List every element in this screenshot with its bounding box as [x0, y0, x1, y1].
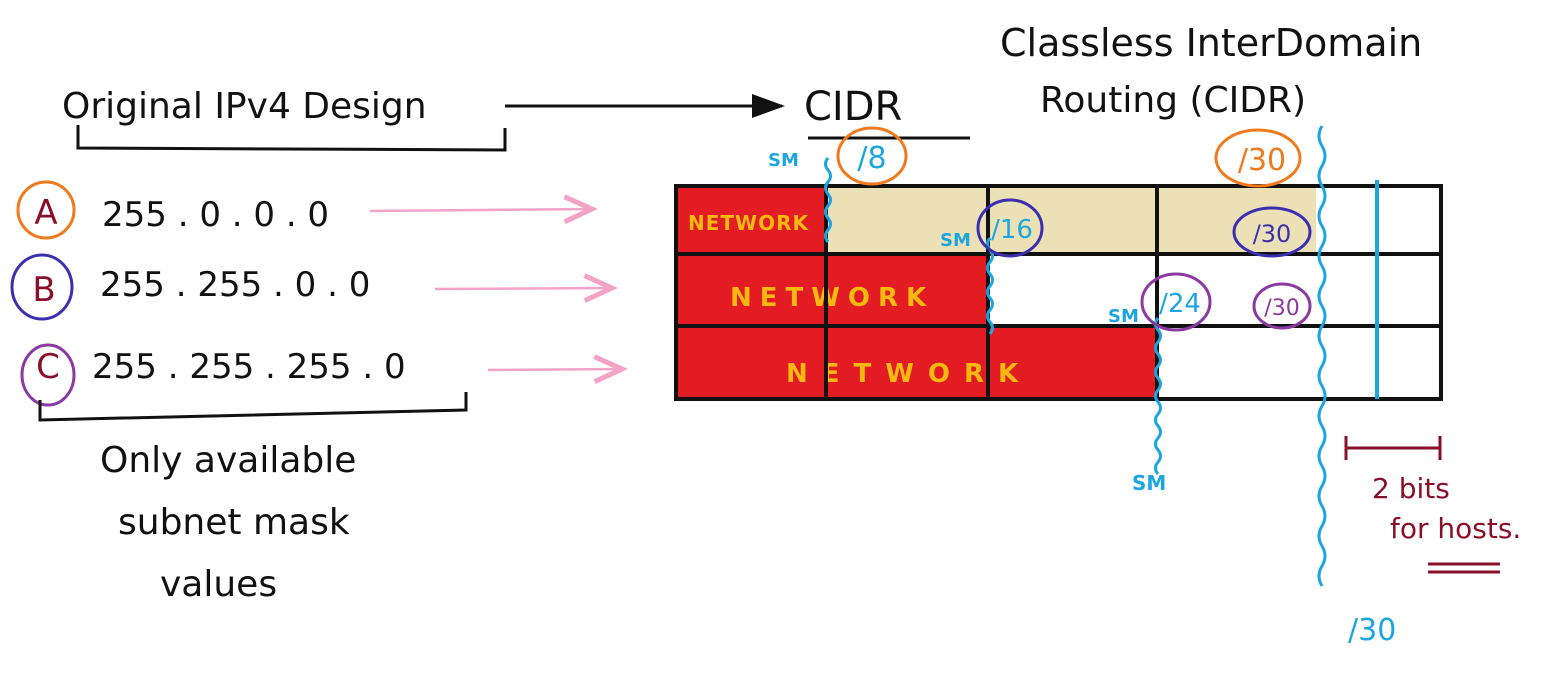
class-b-arrow [434, 288, 612, 289]
row-3-network-fill [676, 326, 1157, 399]
host-bits-span [1344, 436, 1442, 460]
prefix-16-circle [976, 198, 1044, 258]
class-b-circle [10, 253, 74, 321]
prefix-24: /24 [1159, 289, 1201, 319]
row-1-host-fill [826, 186, 1316, 254]
sm-line-8 [824, 157, 832, 243]
prefix-30-bottom: /30 [1348, 613, 1396, 648]
sm-line-16 [986, 237, 994, 335]
row-2-network-label: NETWORK [730, 283, 934, 313]
original-design-heading: Original IPv4 Design [62, 86, 427, 127]
sm-label-8: SM [768, 150, 799, 171]
prefix-16: /16 [991, 215, 1033, 245]
class-c-mask: 255 . 255 . 255 . 0 [92, 347, 406, 387]
heading-bracket [76, 125, 507, 152]
prefix-30-top-circle [1214, 128, 1302, 188]
sm-label-24: SM [1108, 306, 1139, 327]
class-b-mask: 255 . 255 . 0 . 0 [100, 265, 370, 305]
prefix-30-row2-circle [1252, 282, 1312, 330]
cidr-title-line-2: Routing (CIDR) [1040, 80, 1306, 121]
caption-bracket [38, 392, 468, 422]
prefix-30-row1: /30 [1253, 220, 1292, 248]
class-c-arrow [487, 369, 622, 370]
prefix-24-circle [1140, 272, 1212, 332]
class-a-mask: 255 . 0 . 0 . 0 [102, 195, 329, 235]
class-c-circle [20, 343, 76, 407]
caption-line-3: values [160, 564, 277, 605]
sm-label-16: SM [940, 230, 971, 251]
prefix-8-circle [836, 126, 908, 186]
prefix-30-row2: /30 [1264, 296, 1299, 321]
class-c-letter: C [36, 347, 60, 387]
host-bits-line-1: 2 bits [1372, 472, 1450, 505]
sm-label-bottom: SM [1132, 471, 1166, 495]
row-1-network-fill [676, 186, 826, 254]
row-2-network-fill [676, 254, 988, 326]
caption-line-2: subnet mask [118, 502, 350, 543]
octet-grid [674, 184, 1443, 401]
sm-line-30 [1317, 125, 1327, 587]
host-bits-line-2: for hosts. [1390, 512, 1521, 545]
row-1-network-label: NETWORK [688, 211, 810, 235]
class-a-letter: A [34, 193, 57, 233]
host-bits-underline [1428, 562, 1500, 574]
sm-line-24 [1154, 317, 1162, 475]
class-b-letter: B [32, 270, 55, 310]
caption-line-1: Only available [100, 440, 356, 481]
class-a-arrow [369, 209, 592, 211]
row-3-network-label: NETWORK [786, 359, 1032, 389]
prefix-8: /8 [857, 141, 886, 176]
prefix-30-row1-circle [1232, 206, 1312, 258]
class-a-circle [16, 180, 76, 240]
cidr-title-line-1: Classless InterDomain [1000, 21, 1422, 65]
cidr-label: CIDR [804, 84, 902, 130]
prefix-30-top: /30 [1238, 143, 1286, 178]
